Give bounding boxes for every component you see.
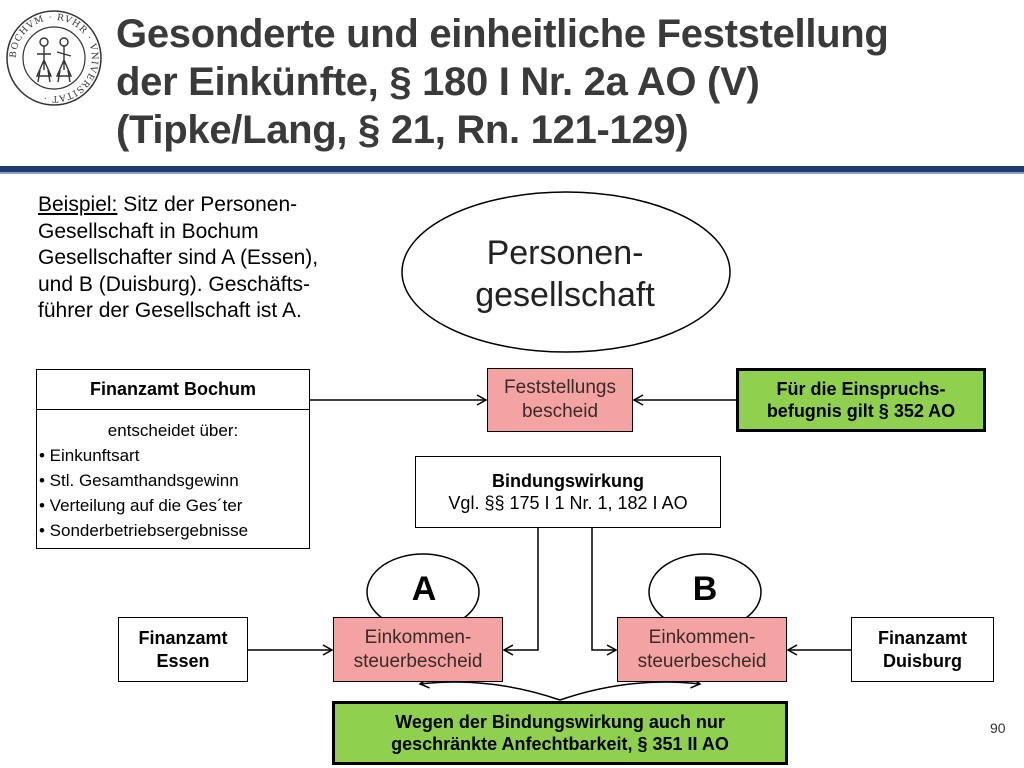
partner-a-label: A	[411, 570, 437, 608]
finanzamt-bochum-details: entscheidet über: • Einkunftsart • Stl. …	[36, 409, 310, 549]
fa-essen-line-2: Essen	[156, 650, 210, 671]
feststellungsbescheid-box: Feststellungs bescheid	[487, 368, 633, 432]
fa-duisburg-line-2: Duisburg	[883, 650, 962, 671]
title-line-3: (Tipke/Lang, § 21, Rn. 121-129)	[116, 108, 689, 152]
bindung-ref: Vgl. §§ 175 I 1 Nr. 1, 182 I AO	[448, 493, 688, 513]
fa-essen-line-1: Finanzamt	[138, 628, 228, 648]
arrow-anfechtung-to-est-b	[559, 677, 702, 701]
example-label: Beispiel:	[38, 193, 118, 216]
est-a-line-1: Einkommen-	[364, 626, 472, 648]
finanzamt-duisburg-box: Finanzamt Duisburg	[851, 617, 994, 682]
university-seal-logo: BOCHVM · RVHR · VNIVERSITAT ·	[6, 10, 102, 106]
example-line-2: Gesellschaft in Bochum	[38, 219, 259, 243]
partnership-line-2: gesellschaft	[475, 276, 655, 314]
partnership-line-1: Personen-	[486, 234, 644, 272]
anfechtbarkeit-box: Wegen der Bindungswirkung auch nur gesch…	[332, 701, 788, 765]
example-line-4: und B (Duisburg). Geschäfts-	[38, 272, 310, 296]
partner-b-label: B	[692, 570, 718, 608]
title-line-2: der Einkünfte, § 180 I Nr. 2a AO (V)	[116, 60, 760, 104]
anfechtung-line-1: Wegen der Bindungswirkung auch nur	[395, 711, 725, 732]
einspruch-line-2: befugnis gilt § 352 AO	[766, 401, 956, 421]
arrow-bindung-to-est-b	[591, 528, 618, 656]
finanzamt-bochum-title-text: Finanzamt Bochum	[89, 379, 256, 400]
example-line-3: Gesellschafter sind A (Essen),	[38, 246, 319, 269]
slide-title: Gesonderte und einheitliche Feststellung…	[116, 10, 1006, 154]
finanzamt-bochum-intro: entscheidet über:	[107, 421, 239, 440]
einkommensteuerbescheid-a-box: Einkommen- steuerbescheid	[333, 617, 503, 682]
example-line-5: führer der Gesellschaft ist A.	[38, 299, 302, 322]
title-divider-accent	[0, 172, 1024, 174]
finanzamt-bochum-item: • Verteilung auf die Ges´ter	[39, 496, 243, 515]
einspruch-line-1: Für die Einspruchs-	[776, 378, 946, 399]
finanzamt-bochum-item: • Stl. Gesamthandsgewinn	[39, 471, 239, 490]
finanzamt-bochum-title: Finanzamt Bochum	[36, 369, 310, 409]
partnership-ellipse	[401, 191, 731, 353]
title-divider	[0, 166, 1024, 172]
partnership-label: Personen- gesellschaft	[400, 232, 730, 316]
finanzamt-bochum-item: • Sonderbetriebsergebnisse	[39, 521, 249, 540]
arrow-anfechtung-to-est-a	[418, 677, 561, 701]
feststellung-line-2: bescheid	[521, 401, 599, 422]
est-b-line-2: steuerbescheid	[637, 650, 767, 672]
title-line-1: Gesonderte und einheitliche Feststellung	[116, 12, 889, 56]
page-number: 90	[990, 720, 1006, 736]
arrow-bindung-to-est-a	[502, 528, 539, 656]
finanzamt-essen-box: Finanzamt Essen	[118, 617, 248, 682]
example-line-1: Sitz der Personen-	[117, 193, 298, 216]
anfechtung-line-2: geschränkte Anfechtbarkeit, § 351 II AO	[391, 734, 729, 754]
est-b-line-1: Einkommen-	[648, 626, 756, 648]
bindungswirkung-box: Bindungswirkung Vgl. §§ 175 I 1 Nr. 1, 1…	[415, 456, 721, 528]
bindung-title: Bindungswirkung	[492, 470, 644, 491]
einkommensteuerbescheid-b-box: Einkommen- steuerbescheid	[617, 617, 787, 682]
finanzamt-bochum-item: • Einkunftsart	[39, 446, 140, 465]
example-text: Beispiel: Sitz der Personen- Gesellschaf…	[38, 192, 398, 325]
est-a-line-2: steuerbescheid	[353, 650, 483, 672]
einspruchsbefugnis-box: Für die Einspruchs- befugnis gilt § 352 …	[736, 368, 986, 432]
fa-duisburg-line-1: Finanzamt	[877, 628, 967, 648]
feststellung-line-1: Feststellungs	[504, 377, 616, 399]
